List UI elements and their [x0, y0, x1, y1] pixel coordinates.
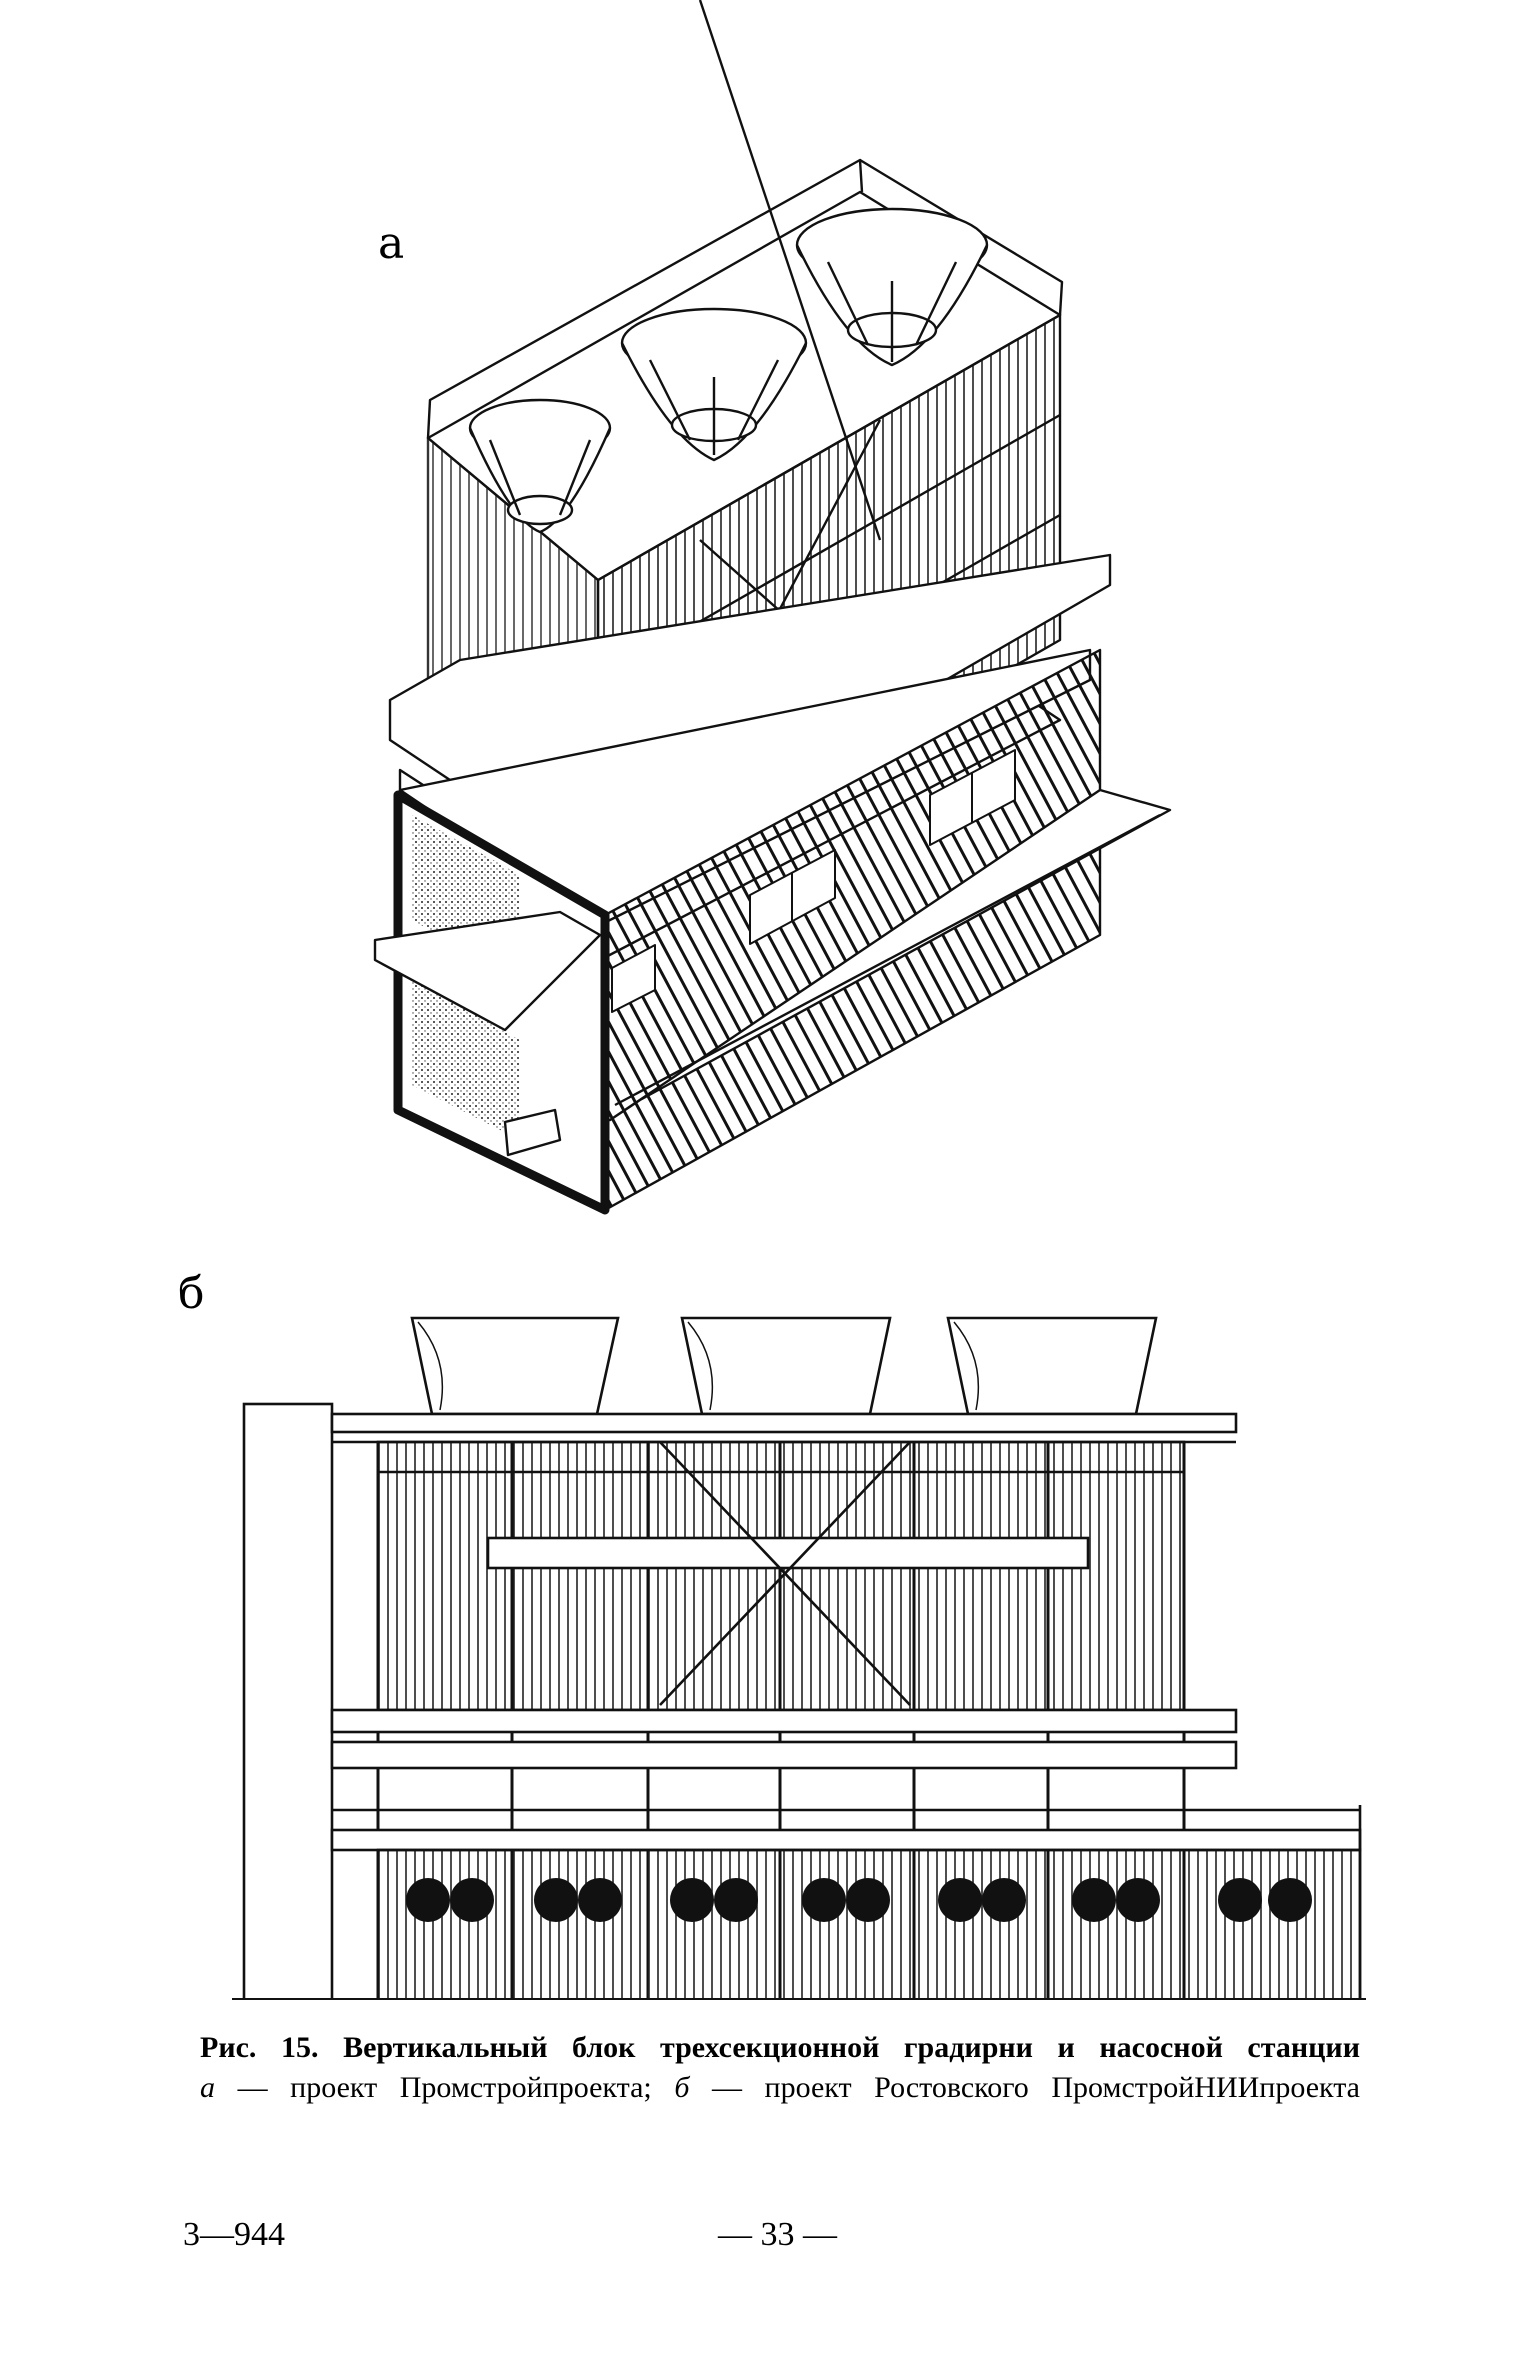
fan-opening: [714, 1878, 758, 1922]
fan-diffuser: [795, 207, 989, 367]
window: [749, 849, 836, 945]
elevation-diffuser: [410, 1316, 620, 1416]
figure-caption-title: Рис. 15. Вертикальный блок трехсекционно…: [200, 2031, 1360, 2064]
stair-tower: [242, 1402, 334, 2000]
caption-key-a: а: [200, 2071, 215, 2104]
fan-opening: [846, 1878, 890, 1922]
window: [611, 944, 656, 1013]
page-number: — 33 —: [718, 2216, 837, 2253]
figure-15: а б: [178, 0, 1366, 2000]
fan-diffuser: [468, 398, 612, 534]
fan-openings: [406, 1878, 1312, 1922]
fan-opening: [450, 1878, 494, 1922]
print-code: 3—944: [183, 2216, 285, 2253]
figure-label-a: а: [378, 218, 405, 269]
fan-opening: [802, 1878, 846, 1922]
fan-opening: [534, 1878, 578, 1922]
window: [929, 749, 1016, 846]
figure-label-b: б: [178, 1268, 205, 1319]
elevation-diffuser: [680, 1316, 892, 1416]
figure-caption-legend: а — проект Промстройпроекта; б — проект …: [200, 2068, 1360, 2108]
fan-opening: [1072, 1878, 1116, 1922]
elevation-diffuser: [946, 1316, 1158, 1416]
caption-text-a: — проект Промстройпроекта;: [215, 2071, 675, 2104]
fan-opening: [670, 1878, 714, 1922]
fan-diffuser: [620, 307, 808, 462]
gallery-beam: [486, 1536, 1090, 1570]
fan-opening: [1218, 1878, 1262, 1922]
fan-opening: [1268, 1878, 1312, 1922]
fan-opening: [1116, 1878, 1160, 1922]
fan-opening: [938, 1878, 982, 1922]
fan-opening: [578, 1878, 622, 1922]
caption-key-b: б: [674, 2071, 690, 2104]
fan-opening: [982, 1878, 1026, 1922]
isometric-drawing: [373, 0, 1172, 1215]
fan-opening: [406, 1878, 450, 1922]
pump-station-elevation: [376, 1848, 1362, 2000]
caption-text-b: — проект Ростовского ПромстройНИИпроекта: [689, 2071, 1360, 2104]
elevation-drawing: [232, 1316, 1366, 2000]
